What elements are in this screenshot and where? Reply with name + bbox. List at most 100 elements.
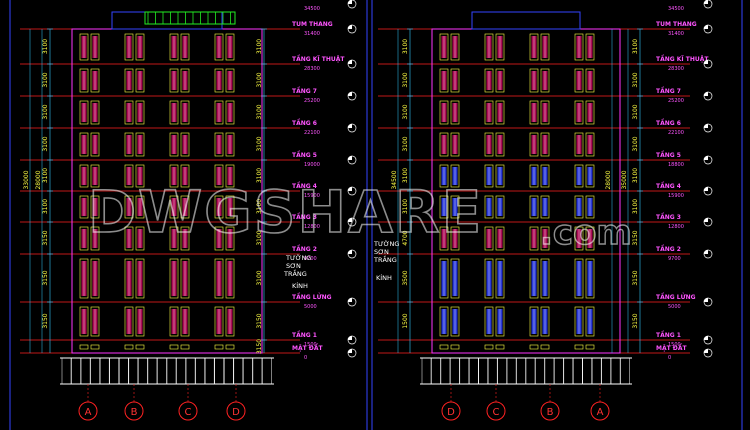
level-elevation: 25200 [668,98,684,104]
level-name: TẦNG KĨ THUẬT [292,54,345,63]
window-frame-left [225,226,235,251]
window-frame-right [574,132,584,157]
window-frame-left [135,195,145,219]
window-frame-left [135,344,145,350]
watermark-text: DWGSHARE [88,178,483,246]
dim-label-right: 3500 [402,270,409,285]
dim-label-right-inner: 3100 [632,168,639,183]
window-frame-right [484,132,494,157]
level-name: TẦNG 3 [292,212,317,221]
axis-label-right: B [547,407,554,418]
window-frame-right [484,164,494,188]
level-name: TẦNG LỬNG [656,292,696,301]
dim-label-left: 3150 [42,230,49,245]
window-frame-right [529,164,539,188]
axis-bubble-left [124,401,144,421]
level-name: MẶT ĐẤT [656,344,687,352]
window-frame-left [180,33,190,61]
window-frame-left [180,258,190,299]
axis-bubble-left [78,401,98,421]
window-frame-left [225,195,235,219]
window-frame-right [484,258,494,299]
level-name: TUM THANG [656,21,697,28]
level-name: TẦNG 7 [292,86,317,95]
window-frame-left [169,195,179,219]
axis-bubble-left [178,401,198,421]
total-dim-label: 28000 [605,170,612,189]
window-frame-left [124,132,134,157]
window-frame-right [495,344,505,350]
axis-bubble-right [540,401,560,421]
level-symbol-fill-icon [348,156,352,160]
tuong-note-left-2: SƠN [286,262,301,270]
window-frame-right [540,306,550,337]
level-name: TUM THANG [292,21,333,28]
window-frame-right [450,344,460,350]
window-frame-right [574,344,584,350]
level-elevation: 1500 [668,342,681,348]
window-frame-right [450,33,460,61]
window-frame-right [585,226,595,251]
level-symbol-fill-icon [348,25,352,29]
window-frame-right [450,68,460,93]
level-symbol-fill-icon [704,124,708,128]
level-symbol-fill-icon [348,60,352,64]
window-frame-left [90,132,100,157]
dim-label-right: 3100 [402,199,409,214]
foundation-cell-right [506,357,517,385]
level-symbol-fill-icon [704,250,708,254]
window-frame-right [495,100,505,125]
dim-label-right-inner: 3150 [632,270,639,285]
level-elevation: 5000 [304,304,317,310]
level-elevation: 22100 [668,130,684,136]
level-symbol-fill-icon [704,218,708,222]
window-frame-right [574,33,584,61]
level-symbol-fill-icon [704,92,708,96]
dim-label-right: 3100 [402,104,409,119]
dim-label-mid: 3100 [256,72,263,87]
window-frame-right [439,226,449,251]
window-frame-left [169,226,179,251]
foundation-cell-left [138,357,148,385]
window-frame-left [214,344,224,350]
level-elevation: 31400 [304,31,320,37]
window-frame-right [540,258,550,299]
window-frame-left [169,68,179,93]
window-frame-right [574,164,584,188]
axis-bubble-right [441,401,461,421]
level-elevation: 0 [304,355,307,361]
foundation-cell-right [544,357,555,385]
level-elevation: 34500 [668,6,684,12]
window-frame-left [225,164,235,188]
foundation-cell-left [252,357,263,385]
window-frame-left [90,164,100,188]
dim-label-right-inner: 3100 [632,136,639,151]
window-frame-left [124,258,134,299]
foundation-cell-left [204,357,215,385]
window-frame-right [484,68,494,93]
level-name: MẶT ĐẤT [292,344,323,352]
window-frame-left [169,258,179,299]
window-frame-left [90,100,100,125]
foundation-cell-right [573,357,583,385]
window-frame-left [180,100,190,125]
foundation-cell-left [176,357,186,385]
foundation-cell-right [487,357,498,385]
level-symbol-fill-icon [704,156,708,160]
window-frame-left [214,132,224,157]
window-frame-left [135,100,145,125]
dim-label-left: 3100 [42,104,49,119]
roof-parapet-green [144,11,236,25]
dim-label-right-inner: 3100 [632,104,639,119]
window-frame-left [90,226,100,251]
window-frame-right [540,195,550,219]
dim-label-left: 3100 [42,168,49,183]
window-frame-left [214,164,224,188]
window-frame-right [540,132,550,157]
level-symbol-fill-icon [348,336,352,340]
foundation-cell-right [459,357,470,385]
window-frame-left [135,132,145,157]
window-frame-right [529,132,539,157]
